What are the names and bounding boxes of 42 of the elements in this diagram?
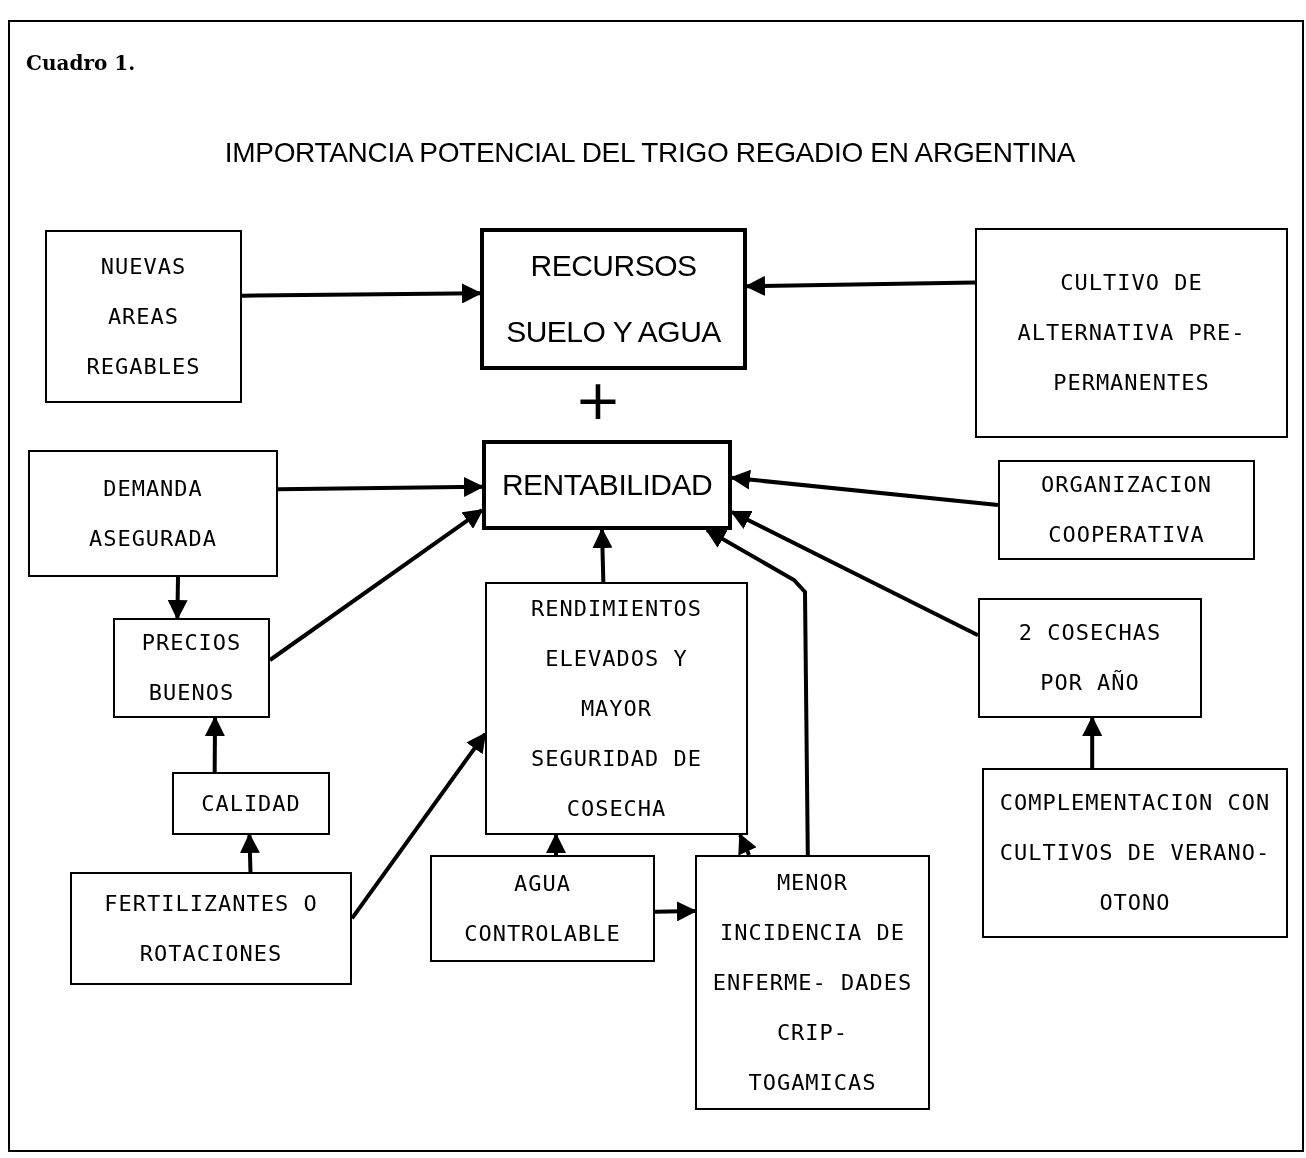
arrow <box>241 283 482 304</box>
text-box <box>482 440 732 530</box>
box-label: RENDIMIENTOS ELEVADOS Y MAYOR SEGURIDAD DE COSECHA <box>530 594 703 823</box>
text-box <box>172 772 330 835</box>
box-label: FERTILIZANTES O ROTACIONES <box>103 889 319 968</box>
plus-sign: + <box>573 368 623 432</box>
arrow <box>592 528 613 583</box>
box-label: COMPLEMENTACION CON CULTIVOS DE VERANO-OTONO <box>998 789 1272 917</box>
box-label: MENOR INCIDENCIA DE ENFERME- DADES CRIP- TOGAMICAS <box>711 868 914 1097</box>
text-box <box>113 618 270 718</box>
table-label: Cuadro 1. <box>26 50 136 77</box>
text-box <box>982 768 1288 938</box>
arrow <box>277 477 484 498</box>
text-box <box>430 855 655 962</box>
arrow <box>239 833 260 873</box>
box-label: CALIDAD <box>201 789 301 818</box>
box-label: CULTIVO DE ALTERNATIVA PRE-PERMANENTES <box>1016 269 1247 397</box>
arrow <box>546 833 566 855</box>
text-box <box>70 872 352 985</box>
box-label: NUEVAS AREAS REGABLES <box>85 252 202 381</box>
diagram-title: IMPORTANCIA POTENCIAL DEL TRIGO REGADIO EN ARGENTINA <box>223 136 1077 170</box>
text-box <box>485 582 748 835</box>
text-box <box>998 460 1255 560</box>
arrow <box>1082 716 1103 768</box>
box-label: RECURSOS SUELO Y AGUA <box>505 248 722 350</box>
text-box <box>695 855 930 1110</box>
box-label: RENTABILIDAD <box>501 467 713 503</box>
box-label: AGUA CONTROLABLE <box>463 869 622 948</box>
arrow <box>705 528 810 855</box>
box-label: ORGANIZACION COOPERATIVA <box>1040 471 1213 549</box>
text-box <box>975 228 1288 438</box>
box-label: PRECIOS BUENOS <box>140 629 243 707</box>
arrow <box>204 716 225 772</box>
text-box <box>978 598 1202 718</box>
box-label: 2 COSECHAS POR AÑO <box>1017 619 1163 697</box>
box-label: DEMANDA ASEGURADA <box>87 474 219 553</box>
arrow <box>738 833 757 856</box>
arrow <box>654 901 697 922</box>
text-box <box>28 450 278 577</box>
text-box <box>45 230 242 403</box>
arrow <box>167 576 188 620</box>
text-box <box>480 228 747 370</box>
